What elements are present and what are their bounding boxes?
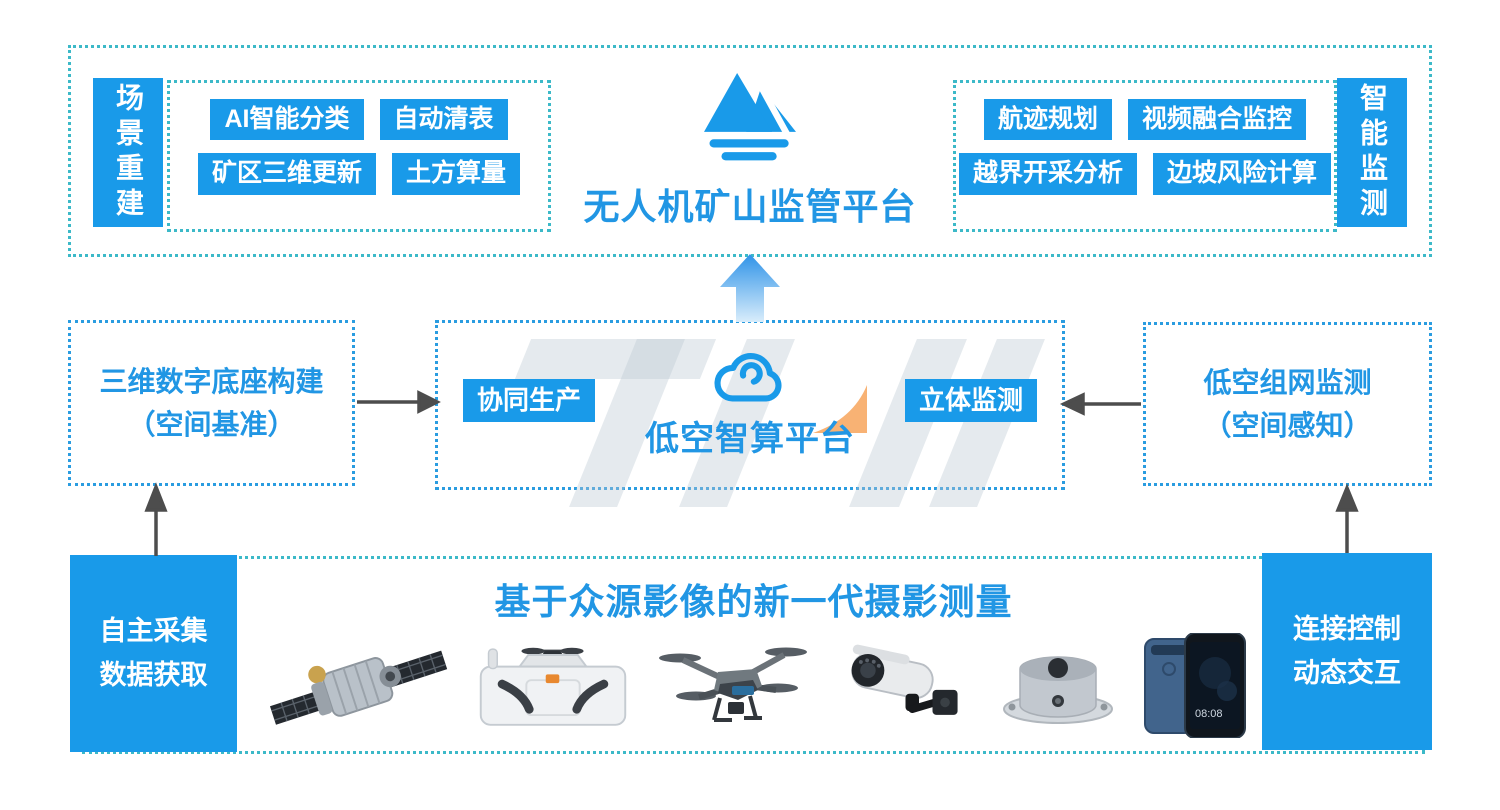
watermark-orange-accent [813, 385, 867, 433]
smart-monitor-vertical-label: 智能监测 [1337, 78, 1407, 227]
arrow-bottomright-up [1335, 483, 1359, 553]
drone-dock-image [479, 647, 627, 726]
platform-title: 无人机矿山监管平台 [583, 186, 917, 227]
self-collection-line2: 数据获取 [99, 659, 208, 690]
tag-auto-clearing: 自动清表 [379, 99, 508, 141]
connection-control-line1: 连接控制 [1293, 614, 1401, 645]
connection-control-line2: 动态交互 [1293, 657, 1401, 688]
digital-base-line1: 三维数字底座构建 [99, 365, 324, 397]
network-monitoring-line1: 低空组网监测 [1203, 366, 1372, 398]
tag-route-planning: 航迹规划 [983, 99, 1112, 141]
scene-rebuild-vertical-label: 场景重建 [93, 78, 163, 227]
network-monitoring-box: 低空组网监测 （空间感知） [1143, 322, 1432, 486]
tag-video-fusion: 视频融合监控 [1128, 99, 1307, 141]
quadcopter-image [659, 647, 807, 722]
platform-header: 无人机矿山监管平台 [547, 72, 953, 242]
tag-slope-risk: 边坡风险计算 [1153, 153, 1332, 195]
smartphone-image: 08:08 [1144, 633, 1246, 738]
arrow-left-to-center [357, 390, 441, 414]
mountain-icon [704, 73, 796, 161]
surveillance-camera-image [851, 644, 958, 715]
smart-monitor-tag-group: 航迹规划 视频融合监控 越界开采分析 边坡风险计算 [953, 80, 1337, 232]
collab-production-tag: 协同生产 [463, 379, 596, 422]
low-altitude-computing-title: 低空智算平台 [645, 420, 855, 458]
tjh-logo-watermark [498, 333, 1058, 513]
sensor-base-image [1003, 656, 1113, 724]
digital-base-line2: （空间基准） [127, 409, 296, 440]
stereo-monitoring-tag: 立体监测 [904, 379, 1037, 422]
tag-earthwork-volume: 土方算量 [392, 153, 521, 195]
self-collection-line1: 自主采集 [99, 616, 208, 647]
digital-base-box: 三维数字底座构建 （空间基准） [68, 320, 355, 486]
network-monitoring-line2: （空间感知） [1203, 410, 1372, 441]
tag-ai-classification: AI智能分类 [210, 99, 364, 141]
scene-rebuild-tag-group: AI智能分类 自动清表 矿区三维更新 土方算量 [167, 80, 551, 232]
cloud-icon [714, 353, 782, 402]
tag-cross-border-mining: 越界开采分析 [958, 153, 1137, 195]
phone-clock-text: 08:08 [1195, 708, 1223, 720]
arrow-bottomleft-up [144, 482, 168, 556]
arrow-right-to-center [1059, 392, 1141, 416]
satellite-image [269, 650, 448, 725]
self-collection-box: 自主采集 数据获取 [70, 555, 237, 752]
center-up-block-arrow [720, 254, 780, 322]
low-altitude-computing-box: 协同生产 低空智算平台 立体监测 [435, 320, 1065, 507]
device-row: 08:08 [268, 628, 1248, 743]
connection-control-box: 连接控制 动态交互 [1262, 553, 1432, 750]
photogrammetry-title: 基于众源影像的新一代摄影测量 [494, 581, 1013, 622]
tag-mine-3d-update: 矿区三维更新 [197, 153, 376, 195]
